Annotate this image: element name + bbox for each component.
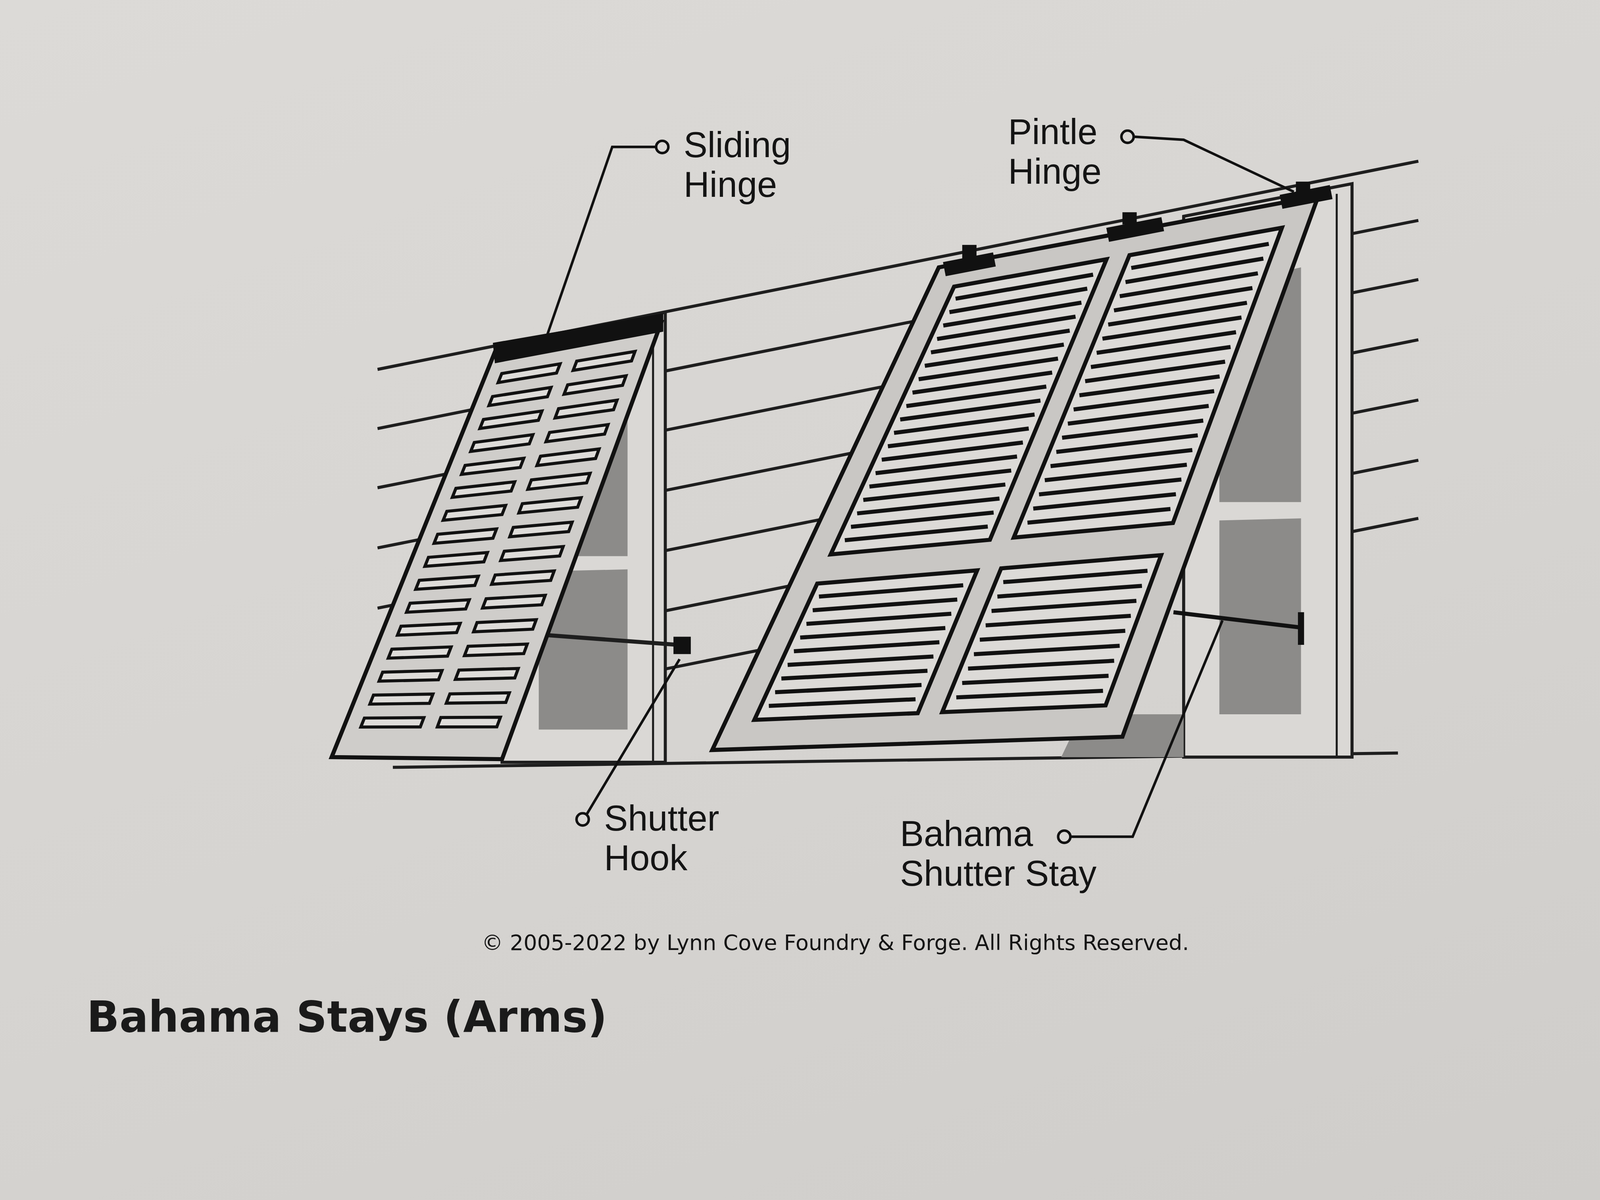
pintle-hinge [942,181,1333,277]
page-heading: Bahama Stays (Arms) [86,991,608,1042]
bahama-stay [1173,612,1301,645]
left-shutter [331,313,664,760]
shutter-hook [540,634,691,654]
copyright-note: © 2005-2022 by Lynn Cove Foundry & Forge… [481,930,1190,956]
callout-label: Pintle Hinge [1008,112,1147,191]
callout-label: Bahama Shutter Stay [900,814,1145,893]
right-shutter [712,181,1333,750]
leader-lines [546,130,1295,843]
callout-label: Shutter Hook [603,798,768,878]
callout-label: Sliding Hinge [683,125,837,204]
sliding-hinge [492,313,664,364]
